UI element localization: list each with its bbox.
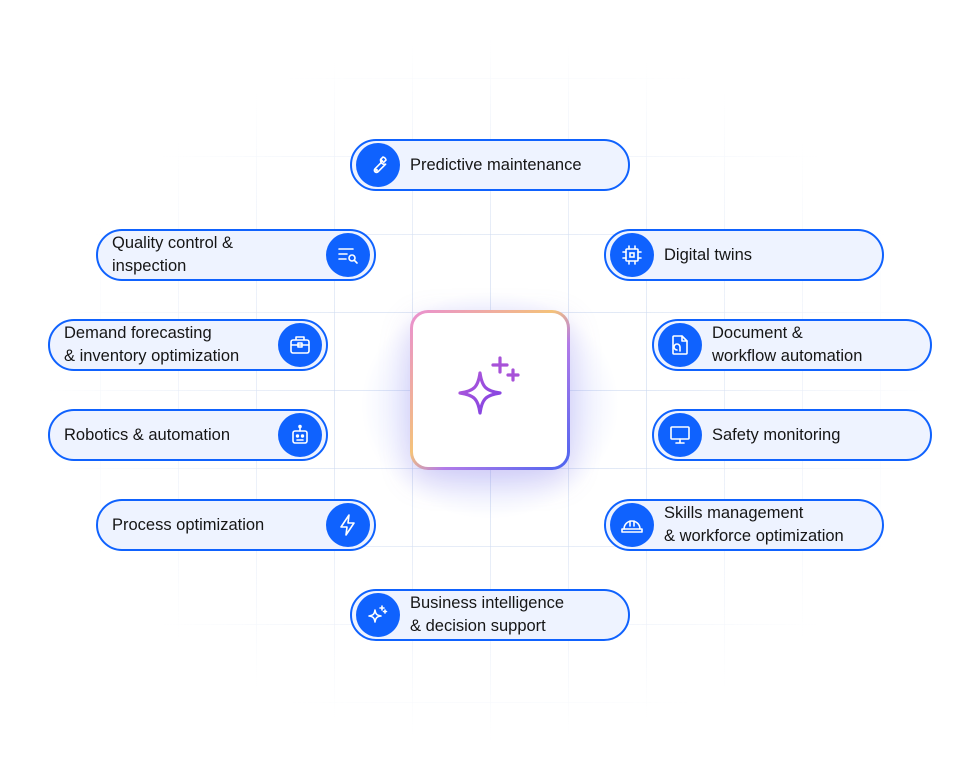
pill-digital-twins[interactable]: Digital twins [604,229,884,281]
pill-label-line1: Process optimization [112,515,265,534]
pill-label: Safety monitoring [712,424,840,447]
hard-hat-icon [610,503,654,547]
pill-label-line1: Robotics & automation [64,425,231,444]
pill-process-optimization[interactable]: Process optimization [96,499,376,551]
pill-label: Robotics & automation [64,424,230,447]
pill-business-intelligence[interactable]: Business intelligence & decision support [350,589,630,641]
pill-label-line1: Business intelligence [410,594,565,612]
pill-skills-management[interactable]: Skills management & workforce optimizati… [604,499,884,551]
pill-label: Skills management & workforce optimizati… [664,502,844,548]
pill-label-line1: Skills management [664,504,804,522]
pill-quality-control[interactable]: Quality control & inspection [96,229,376,281]
pill-label: Predictive maintenance [410,154,582,177]
monitor-icon [658,413,702,457]
inventory-box-icon [278,323,322,367]
pill-label: Business intelligence & decision support [410,592,564,638]
sparkle-icon [458,356,520,415]
pill-label-line2: workflow automation [712,347,863,365]
pill-label: Digital twins [664,244,752,267]
pill-label-line1: Quality control & [112,234,234,252]
pill-robotics-automation[interactable]: Robotics & automation [48,409,328,461]
lightning-icon [326,503,370,547]
pill-label: Process optimization [112,514,264,537]
pill-demand-forecasting[interactable]: Demand forecasting & inventory optimizat… [48,319,328,371]
robot-icon [278,413,322,457]
pill-label-line1: Demand forecasting [64,324,212,342]
pill-label-line1: Document & [712,324,803,342]
document-workflow-icon [658,323,702,367]
chip-icon [610,233,654,277]
pill-predictive-maintenance[interactable]: Predictive maintenance [350,139,630,191]
pill-label-line2: & decision support [410,617,546,635]
ai-hub [410,310,570,470]
pill-label: Document & workflow automation [712,322,862,368]
pill-label: Quality control & inspection [112,232,233,278]
wrench-icon [356,143,400,187]
pill-label-line1: Predictive maintenance [410,155,582,174]
pill-safety-monitoring[interactable]: Safety monitoring [652,409,932,461]
pill-label-line1: Safety monitoring [712,425,841,444]
pill-document-workflow[interactable]: Document & workflow automation [652,319,932,371]
pill-label: Demand forecasting & inventory optimizat… [64,322,239,368]
pill-label-line1: Digital twins [664,245,753,264]
pill-label-line2: inspection [112,257,187,275]
pill-label-line2: & inventory optimization [64,347,240,365]
list-search-icon [326,233,370,277]
sparkle-icon [356,593,400,637]
pill-label-line2: & workforce optimization [664,527,844,545]
